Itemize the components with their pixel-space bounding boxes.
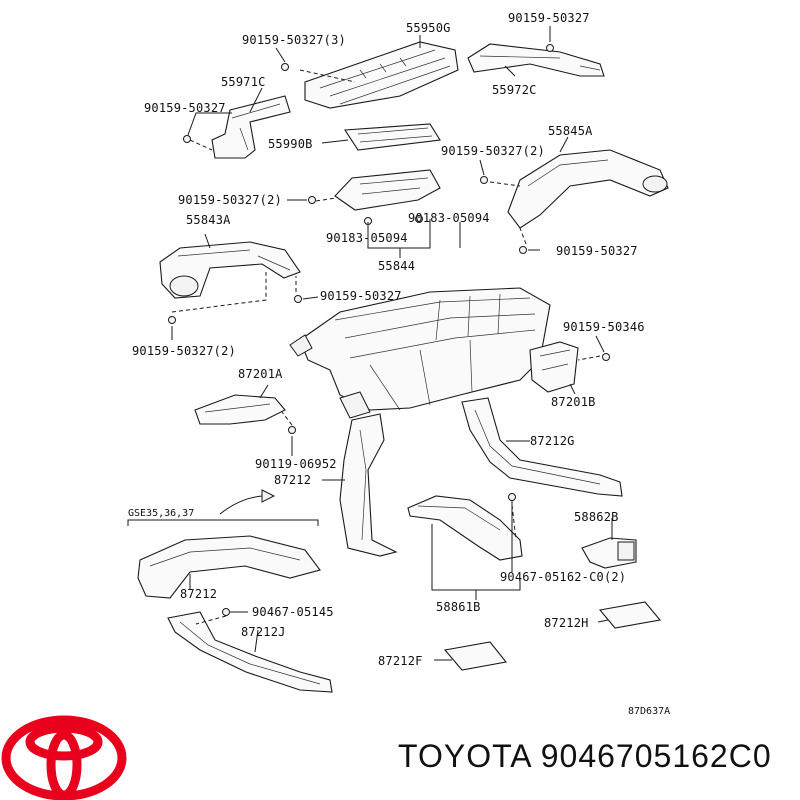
label-90159-50327-top: 90159-50327 (508, 11, 590, 25)
label-87201B: 87201B (551, 395, 596, 409)
label-55845A: 55845A (548, 124, 593, 138)
duct-87201B (529, 341, 579, 393)
duct-87201A (194, 394, 286, 425)
label-90467-05145: 90467-05145 (252, 605, 334, 619)
label-55972C: 55972C (492, 83, 537, 97)
bracket-55844 (334, 169, 441, 211)
hvac-unit (289, 287, 551, 419)
duct-55950G (304, 41, 459, 109)
label-90159-50327-r2: 90159-50327 (556, 244, 638, 258)
label-87201A: 87201A (238, 367, 283, 381)
label-87212-a: 87212 (274, 473, 311, 487)
label-87212F: 87212F (378, 654, 423, 668)
part-number-caption: TOYOTA 9046705162C0 (398, 738, 772, 774)
label-87212-b: 87212 (180, 587, 217, 601)
label-55950G: 55950G (406, 21, 451, 35)
duct-87212-center (339, 413, 398, 557)
label-58861B: 58861B (436, 600, 481, 614)
duct-58862B (581, 537, 637, 569)
label-87212J: 87212J (241, 625, 286, 639)
label-90159-50346: 90159-50346 (563, 320, 645, 334)
label-90159-50327-2-right: 90159-50327(2) (441, 144, 545, 158)
toyota-logo-icon (1, 715, 127, 800)
label-55843A: 55843A (186, 213, 231, 227)
label-87212H: 87212H (544, 616, 589, 630)
label-90159-50327-mid2: 90159-50327 (320, 289, 402, 303)
duct-87212-variant (137, 535, 321, 599)
duct-58861B (407, 495, 523, 561)
label-90159-50327-3: 90159-50327(3) (242, 33, 346, 47)
label-GSE: GSE35,36,37 (128, 508, 194, 519)
duct-55972C (467, 43, 605, 77)
label-87D637A: 87D637A (628, 706, 670, 717)
duct-87212J (167, 611, 333, 693)
label-90183-05094-left: 90183-05094 (326, 231, 408, 245)
label-90159-50327-left: 90159-50327 (144, 101, 226, 115)
label-87212G: 87212G (530, 434, 575, 448)
pad-87212F (443, 641, 508, 671)
label-55844: 55844 (378, 259, 415, 273)
label-90119-06952: 90119-06952 (255, 457, 337, 471)
label-90183-05094-right: 90183-05094 (408, 211, 490, 225)
part-labels: 90159-50327(3) 55950G 90159-50327 55971C… (128, 11, 670, 717)
leader-lines (127, 26, 613, 661)
label-55971C: 55971C (221, 75, 266, 89)
label-55990B: 55990B (268, 137, 313, 151)
dashed-lines (171, 69, 601, 625)
vent-55990B (344, 123, 441, 151)
duct-55845A (507, 149, 669, 229)
label-58862B: 58862B (574, 510, 619, 524)
label-90467-05162-C0-2: 90467-05162-C0(2) (500, 570, 626, 584)
variant-arrow (219, 489, 276, 515)
duct-55971C (211, 95, 291, 159)
label-90159-50327-2-mid: 90159-50327(2) (178, 193, 282, 207)
duct-87212G (461, 397, 623, 497)
duct-55843A (159, 241, 301, 299)
label-90159-50327-2-left: 90159-50327(2) (132, 344, 236, 358)
pad-87212H (598, 601, 662, 629)
bolts (168, 44, 610, 616)
